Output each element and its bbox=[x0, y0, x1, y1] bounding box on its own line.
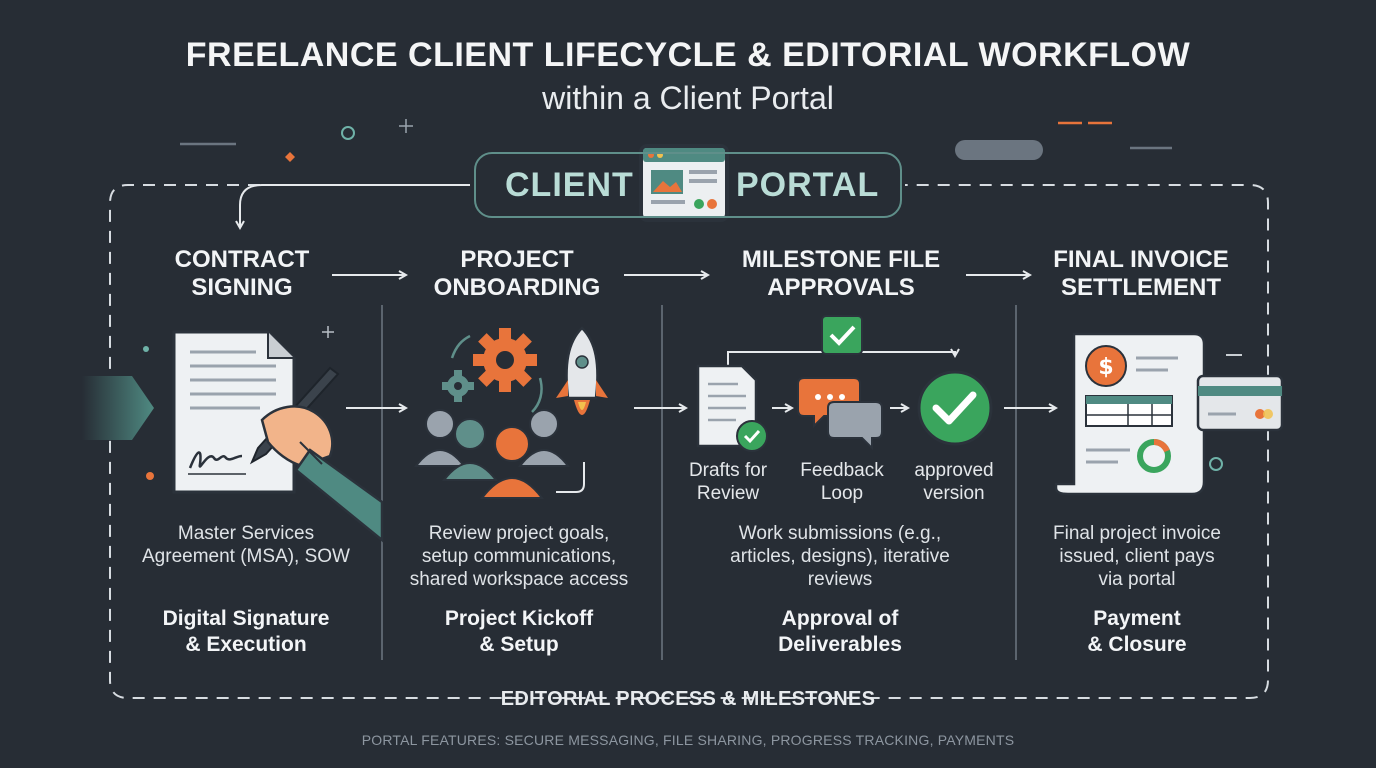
step-desc-onboarding: Review project goals,setup communication… bbox=[409, 523, 629, 590]
step-outcome-onboarding: Project Kickoff& Setup bbox=[444, 607, 594, 656]
lifecycle-dashed-loop bbox=[109, 184, 1269, 699]
step-desc-approvals: Work submissions (e.g.,articles, designs… bbox=[730, 523, 950, 590]
approved-check-icon bbox=[917, 370, 993, 446]
feedback-chat-icon bbox=[797, 377, 883, 451]
credit-card-icon bbox=[1196, 374, 1284, 432]
decorative-sparkles bbox=[143, 119, 1242, 480]
client-portal-badge bbox=[474, 152, 902, 218]
browser-window-icon bbox=[639, 144, 729, 222]
team-rocket-icon bbox=[413, 326, 608, 499]
portal-label-client: CLIENT bbox=[505, 166, 634, 204]
portal-label-portal: PORTAL bbox=[736, 166, 880, 204]
step-outcome-invoice: Payment& Closure bbox=[1087, 607, 1187, 656]
editorial-process-label: EDITORIAL PROCESS & MILESTONES bbox=[500, 688, 876, 710]
svg-text:$: $ bbox=[1098, 355, 1113, 380]
entry-chevron bbox=[82, 376, 154, 440]
diagram-title: FREELANCE CLIENT LIFECYCLE & EDITORIAL W… bbox=[185, 36, 1191, 74]
draft-document-icon bbox=[696, 364, 768, 452]
milestone-check-icon bbox=[821, 315, 863, 355]
portal-features-caption: PORTAL FEATURES: SECURE MESSAGING, FILE … bbox=[361, 732, 1015, 748]
invoice-payment-icon: $ bbox=[1054, 332, 1206, 496]
step-outcome-contract: Digital Signature& Execution bbox=[162, 607, 330, 656]
portal-return-arrow bbox=[240, 184, 470, 228]
diagram-subtitle: within a Client Portal bbox=[542, 80, 834, 116]
column-dividers bbox=[381, 305, 1017, 660]
contract-signing-icon bbox=[172, 330, 384, 543]
